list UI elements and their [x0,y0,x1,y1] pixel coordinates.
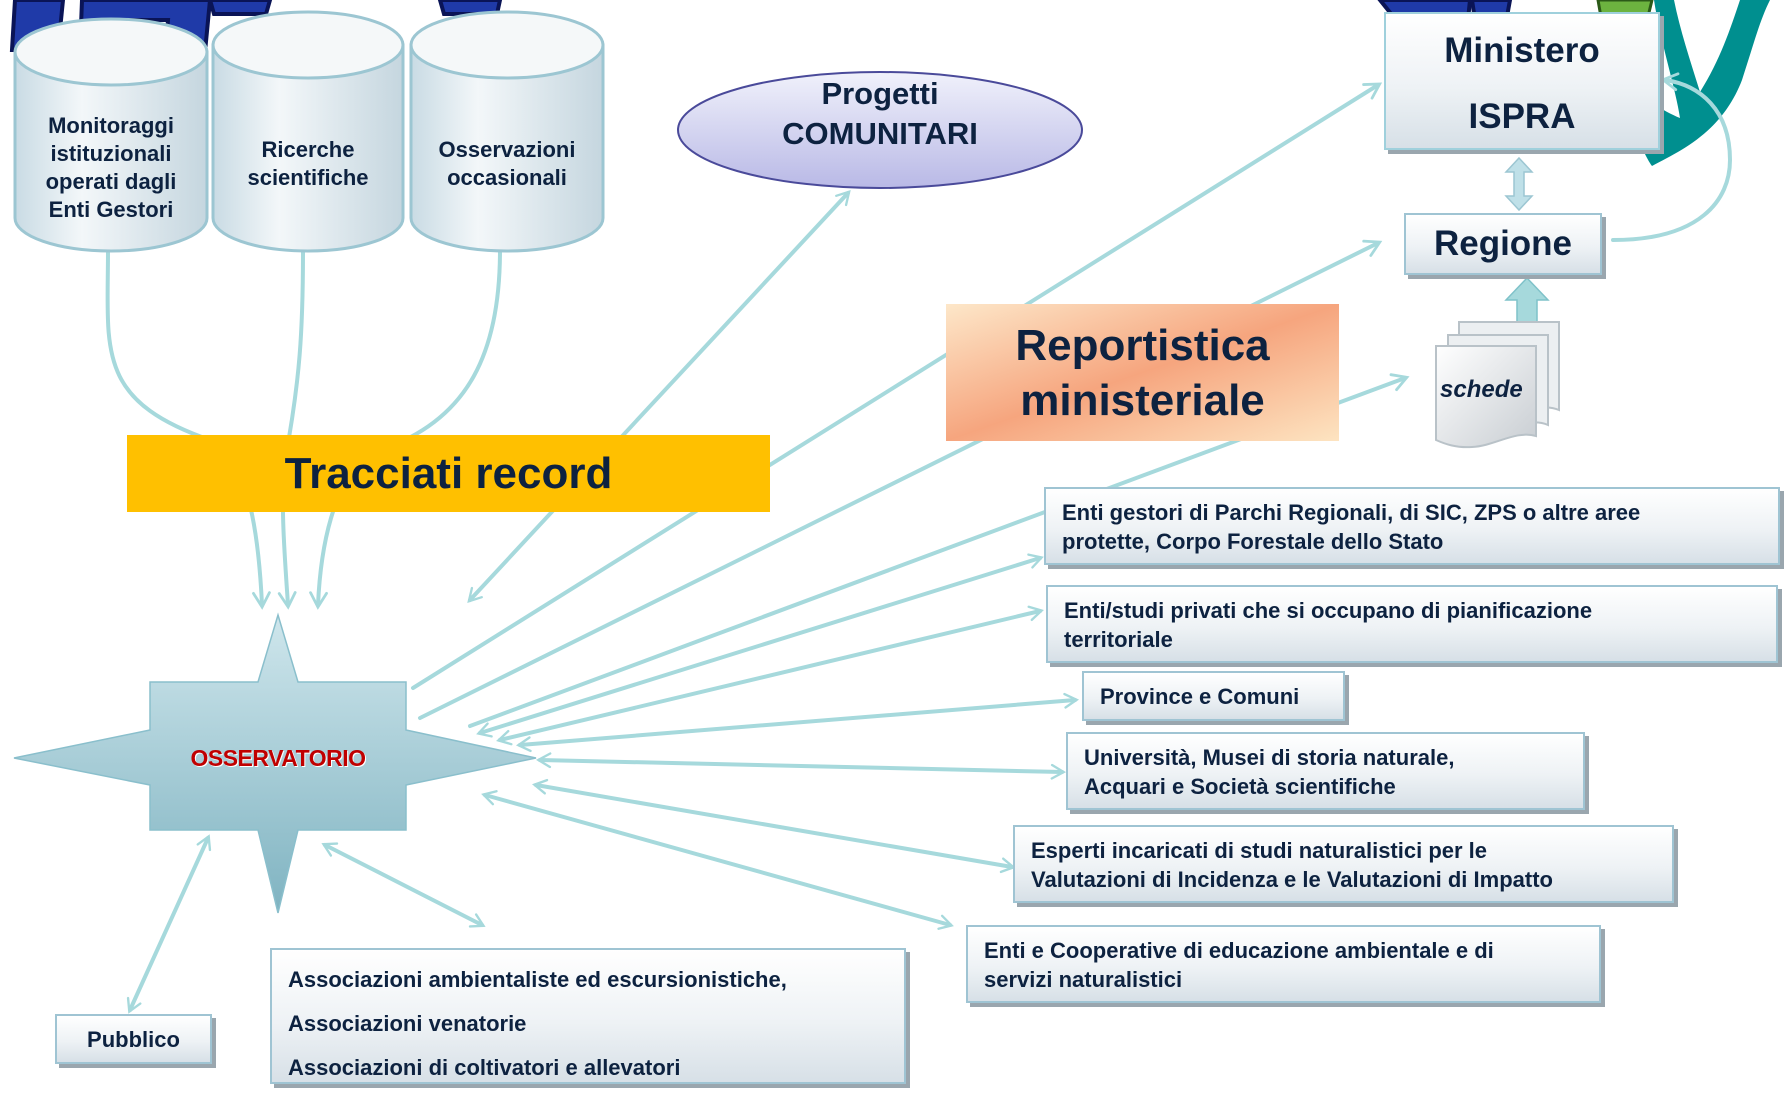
tracciati-record-label: Tracciati record [284,449,613,498]
arrow-esperti [532,778,1016,874]
schede-label: schede [1440,376,1523,403]
cylinder-connectors [105,248,502,610]
ispra-label: ISPRA [1468,97,1576,136]
tracciati-record-banner: Tracciati record [127,435,770,512]
arrow-progetti [467,190,851,603]
ministero-regione-link [1504,156,1534,212]
ministero-label: Ministero [1444,31,1600,70]
arrow-associazioni [321,842,486,928]
esperti-box: Esperti incaricati di studi naturalistic… [1013,825,1674,903]
regione-label: Regione [1433,224,1573,263]
arrow-regione-ministero [1611,72,1733,242]
osservatorio-label: OSSERVATORIO [190,745,366,771]
pubblico-box: Pubblico [55,1014,212,1064]
arrow-cooperative [481,790,954,930]
ministero-ispra-box: Ministero ISPRA [1384,12,1660,150]
arrow-enti-studi [496,605,1044,746]
enti-gestori-box: Enti gestori di Parchi Regionali, di SIC… [1044,487,1780,565]
arrow-pubblico [126,834,212,1014]
reportistica-bg [946,304,1339,441]
universita-box: Università, Musei di storia naturale, Ac… [1066,732,1585,810]
cylinder-ricerche [211,10,405,253]
schede-document-stack [1435,321,1560,449]
province-comuni-box: Province e Comuni [1082,671,1345,721]
cylinder-osservazioni [409,10,605,253]
osservazioni-label: Osservazioni occasionali [438,137,576,190]
monitoraggi-label: Monitoraggi istituzionali operati dagli … [45,113,177,222]
osservatorio-shape [13,612,537,914]
associazioni-box: Associazioni ambientaliste ed escursioni… [270,948,906,1084]
regione-box: Regione [1404,213,1602,275]
progetti-comunitari-ellipse [677,71,1083,189]
connector-arrows [126,72,1733,1014]
progetti-comunitari-label: Progetti COMUNITARI [782,76,978,151]
arrow-universita [535,752,1067,780]
ricerche-label: Ricerche scientifiche [247,137,369,190]
reportistica-label: Reportistica ministeriale [1015,321,1270,425]
enti-studi-box: Enti/studi privati che si occupano di pi… [1046,585,1778,663]
arrow-province [515,692,1080,753]
cooperative-box: Enti e Cooperative di educazione ambient… [966,925,1601,1003]
cylinder-monitoraggi [13,17,209,253]
